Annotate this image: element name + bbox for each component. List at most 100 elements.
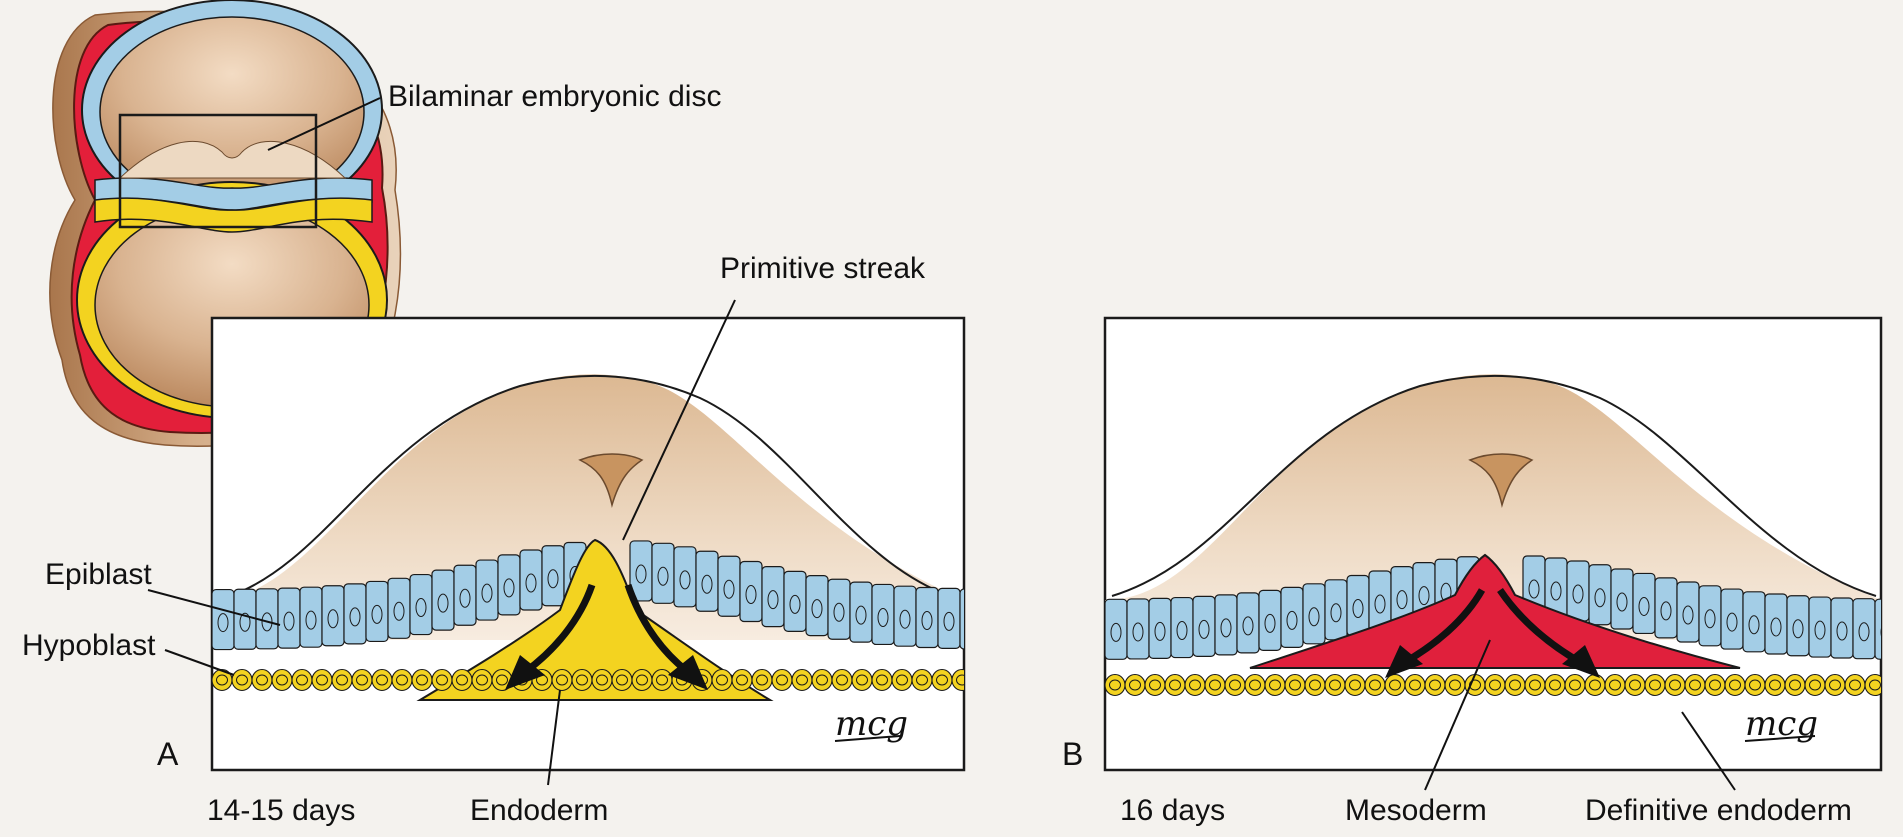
epiblast-cell [1611,569,1633,629]
epiblast-cell [1655,578,1677,638]
epiblast-cell [1325,580,1347,640]
epiblast-cell [542,546,564,606]
hypoblast-label: Hypoblast [22,629,156,662]
cell-nucleus [1881,623,1891,641]
hypoblast-cell [1525,675,1545,696]
hypoblast-cell [552,670,572,691]
hypoblast-cell [1545,675,1565,696]
epiblast-cell [740,562,762,622]
hypoblast-cell [1485,675,1505,696]
epiblast-cell [1743,592,1765,652]
hypoblast-cell [452,670,472,691]
epiblast-cell [1171,598,1193,658]
epiblast-cell [1633,573,1655,633]
hypoblast-cell [1405,675,1425,696]
panel-a: mcg [148,300,982,785]
epiblast-cell [410,575,432,635]
mesoderm-label: Mesoderm [1345,794,1487,827]
epiblast-cell [938,588,960,648]
epiblast-cell [1853,599,1875,659]
epiblast-cell [828,579,850,639]
panel-a-age: 14-15 days [207,794,355,827]
epiblast-cell [1237,593,1259,653]
hypoblast-cell [1765,675,1785,696]
hypoblast-cell [812,670,832,691]
epiblast-cell [1215,595,1237,655]
epiblast-label: Epiblast [45,558,152,591]
panel-a-letter: A [157,736,179,772]
epiblast-cell [1105,599,1127,659]
epiblast-cell [784,571,806,631]
epiblast-cell [278,588,300,648]
hypoblast-cell [1785,675,1805,696]
hypoblast-cell [1265,675,1285,696]
hypoblast-cell [1725,675,1745,696]
epiblast-cell [1347,575,1369,635]
epiblast-cell [652,543,674,603]
epiblast-cell [234,589,256,649]
epiblast-cell [1677,582,1699,642]
hypoblast-cell [372,670,392,691]
hypoblast-cell [292,670,312,691]
hypoblast-cell [1585,675,1605,696]
hypoblast-cell [412,670,432,691]
hypoblast-cell [352,670,372,691]
epiblast-cell [1193,596,1215,656]
panel-b-definitive-endoderm-cells [1105,675,1885,696]
epiblast-cell [454,565,476,625]
hypoblast-cell [612,670,632,691]
hypoblast-cell [472,670,492,691]
hypoblast-cell [1745,675,1765,696]
epiblast-cell [1567,561,1589,621]
epiblast-cell [894,586,916,646]
hypoblast-cell [1425,675,1445,696]
primitive-streak-label: Primitive streak [720,252,926,285]
hypoblast-cell [1285,675,1305,696]
panel-b-letter: B [1062,736,1083,772]
epiblast-cell [300,587,322,647]
hypoblast-cell [1605,675,1625,696]
epiblast-cell [1589,565,1611,625]
hypoblast-cell [1365,675,1385,696]
hypoblast-cell [932,670,952,691]
epiblast-cell [872,584,894,644]
hypoblast-cell [1445,675,1465,696]
hypoblast-cell [772,670,792,691]
hypoblast-cell [252,670,272,691]
hypoblast-cell [1105,675,1125,696]
hypoblast-cell [592,670,612,691]
epiblast-cell [718,556,740,616]
epiblast-cell [1149,598,1171,658]
epiblast-cell [498,555,520,615]
epiblast-cell [696,551,718,611]
epiblast-cell [344,584,366,644]
epiblast-cell [212,590,234,650]
epiblast-cell [1787,596,1809,656]
epiblast-cell [806,576,828,636]
hypoblast-cell [232,670,252,691]
hypoblast-cell [712,670,732,691]
hypoblast-cell [572,670,592,691]
epiblast-cell [1259,590,1281,650]
epiblast-cell [1303,584,1325,644]
hypoblast-cell [1205,675,1225,696]
epiblast-cell [1699,586,1721,646]
hypoblast-cell [1665,675,1685,696]
epiblast-cell [1127,599,1149,659]
epiblast-cell [520,550,542,610]
hypoblast-cell [1385,675,1405,696]
hypoblast-cell [1825,675,1845,696]
epiblast-cell [850,582,872,642]
epiblast-cell [1765,594,1787,654]
epiblast-cell [1281,587,1303,647]
definitive-endoderm-label: Definitive endoderm [1585,794,1852,827]
epiblast-cell [1721,589,1743,649]
hypoblast-cell [1645,675,1665,696]
hypoblast-cell [1565,675,1585,696]
hypoblast-cell [852,670,872,691]
hypoblast-cell [1685,675,1705,696]
epiblast-cell [322,586,344,646]
hypoblast-cell [332,670,352,691]
epiblast-cell [960,589,982,649]
epiblast-cell [366,581,388,641]
